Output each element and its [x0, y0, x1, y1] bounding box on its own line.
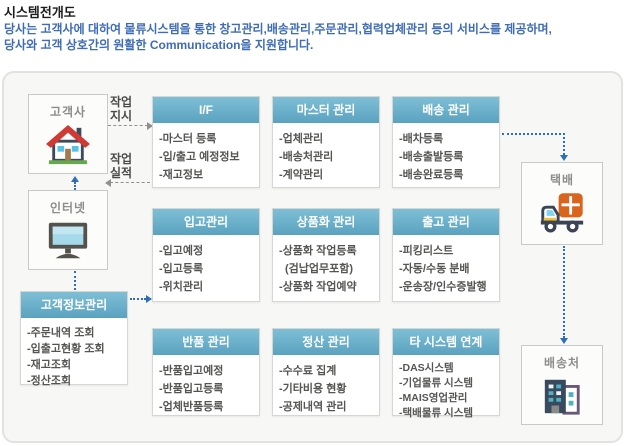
module-item: -DAS시스템: [399, 362, 454, 374]
module-master-mgmt-header: 마스터 관리: [273, 97, 379, 123]
customer-internet-connector: [74, 182, 76, 190]
module-item: -재고정보: [159, 169, 204, 181]
module-master-mgmt: 마스터 관리 -업체관리 -배송처관리 -계약관리: [272, 96, 380, 188]
module-external-systems-header: 타 시스템 연계: [393, 329, 499, 355]
module-item: -상품화 작업등록: [279, 245, 357, 257]
house-icon: [29, 124, 107, 166]
module-item: -MAIS영업관리: [399, 392, 468, 404]
module-returns-mgmt: 반품 관리 -반품입고예정 -반품입고등록 -업체반품등록: [152, 328, 260, 416]
module-settlement-mgmt: 정산 관리 -수수료 집계 -기타비용 현황 -공제내역 관리: [272, 328, 380, 416]
page-subtitle-line2: 당사와 고객 상호간의 원활한 Communication을 지원합니다.: [4, 38, 314, 52]
module-item: -기타비용 현황: [279, 383, 347, 395]
node-parcel: 택배: [521, 162, 603, 245]
work-result-arrow-line: [110, 182, 150, 183]
node-internet-label: 인터넷: [49, 201, 87, 215]
module-item: -배송출발등록: [399, 151, 464, 163]
customer-internet-arrowhead: [71, 176, 79, 182]
customer-info-item: -주문내역 조회: [27, 327, 95, 339]
monitor-icon: [29, 220, 107, 260]
delivery-parcel-vconnector: [563, 133, 565, 155]
work-result-arrowhead: [105, 179, 111, 187]
module-item: -자동/수동 분배: [399, 263, 470, 275]
module-interface: I/F -마스터 등록 -입/출고 예정정보 -재고정보: [152, 96, 260, 188]
module-item: -상품화 작업예약: [279, 281, 357, 293]
internet-custinfo-connector: [74, 271, 76, 290]
module-merchandising-mgmt-header: 상품화 관리: [273, 209, 379, 235]
module-item: -입고예정: [159, 245, 204, 257]
module-settlement-mgmt-header: 정산 관리: [273, 329, 379, 355]
work-order-arrow-line: [108, 125, 148, 126]
module-item: -위치관리: [159, 281, 204, 293]
page-subtitle-line1: 당사는 고객사에 대하여 물류시스템을 통한 창고관리,배송관리,주문관리,협력…: [4, 22, 552, 36]
node-parcel-label: 택배: [549, 173, 575, 187]
module-delivery-mgmt-header: 배송 관리: [393, 97, 499, 123]
module-inbound-mgmt: 입고관리 -입고예정 -입고등록 -위치관리: [152, 208, 260, 302]
buildings-icon: [522, 375, 602, 417]
module-item: -마스터 등록: [159, 133, 217, 145]
node-destination-label: 배송처: [543, 356, 581, 370]
module-item: -피킹리스트: [399, 245, 454, 257]
customer-info-item: -입출고현황 조회: [27, 343, 105, 355]
module-item: -입고등록: [159, 263, 204, 275]
module-item: -반품입고등록: [159, 383, 224, 395]
destination-arrowhead: [560, 338, 568, 344]
module-customer-info: 고객정보관리 -주문내역 조회 -입출고현황 조회 -재고조회 -정산조회: [20, 291, 128, 387]
parcel-destination-connector: [563, 246, 565, 338]
customer-info-item: -정산조회: [27, 375, 72, 387]
parcel-arrowhead: [560, 155, 568, 161]
module-customer-info-header: 고객정보관리: [21, 292, 127, 318]
custinfo-right-arrowhead: [146, 295, 152, 303]
page-title: 시스템전개도: [4, 5, 76, 20]
module-item: -배송완료등록: [399, 169, 464, 181]
module-item: -배차등록: [399, 133, 444, 145]
module-item: -업체관리: [279, 133, 324, 145]
truck-icon: [522, 192, 602, 234]
work-order-arrowhead: [147, 122, 153, 130]
module-item: -배송처관리: [279, 151, 334, 163]
module-inbound-mgmt-header: 입고관리: [153, 209, 259, 235]
module-merchandising-mgmt: 상품화 관리 -상품화 작업등록 (검납업무포함) -상품화 작업예약: [272, 208, 380, 302]
module-item: -입/출고 예정정보: [159, 151, 240, 163]
module-item: -기업물류 시스템: [399, 377, 474, 389]
delivery-parcel-hconnector: [502, 133, 565, 135]
module-item: -수수료 집계: [279, 365, 337, 377]
module-item: -운송장/인수증발행: [399, 281, 487, 293]
module-item: -계약관리: [279, 169, 324, 181]
module-delivery-mgmt: 배송 관리 -배차등록 -배송출발등록 -배송완료등록: [392, 96, 500, 188]
module-outbound-mgmt: 출고 관리 -피킹리스트 -자동/수동 분배 -운송장/인수증발행: [392, 208, 500, 302]
customer-info-item: -재고조회: [27, 359, 72, 371]
module-item-continuation: (검납업무포함): [285, 263, 354, 275]
module-external-systems: 타 시스템 연계 -DAS시스템 -기업물류 시스템 -MAIS영업관리 -택배…: [392, 328, 500, 419]
node-destination: 배송처: [521, 345, 603, 425]
module-item: -택배물류 시스템: [399, 407, 474, 419]
module-item: -업체반품등록: [159, 401, 224, 413]
module-interface-header: I/F: [153, 97, 259, 123]
module-outbound-mgmt-header: 출고 관리: [393, 209, 499, 235]
node-customer-label: 고객사: [49, 105, 87, 119]
node-internet: 인터넷: [28, 190, 108, 270]
module-item: -공제내역 관리: [279, 401, 347, 413]
module-returns-mgmt-header: 반품 관리: [153, 329, 259, 355]
custinfo-right-connector: [130, 298, 146, 300]
node-customer-company: 고객사: [28, 94, 108, 174]
module-item: -반품입고예정: [159, 365, 224, 377]
